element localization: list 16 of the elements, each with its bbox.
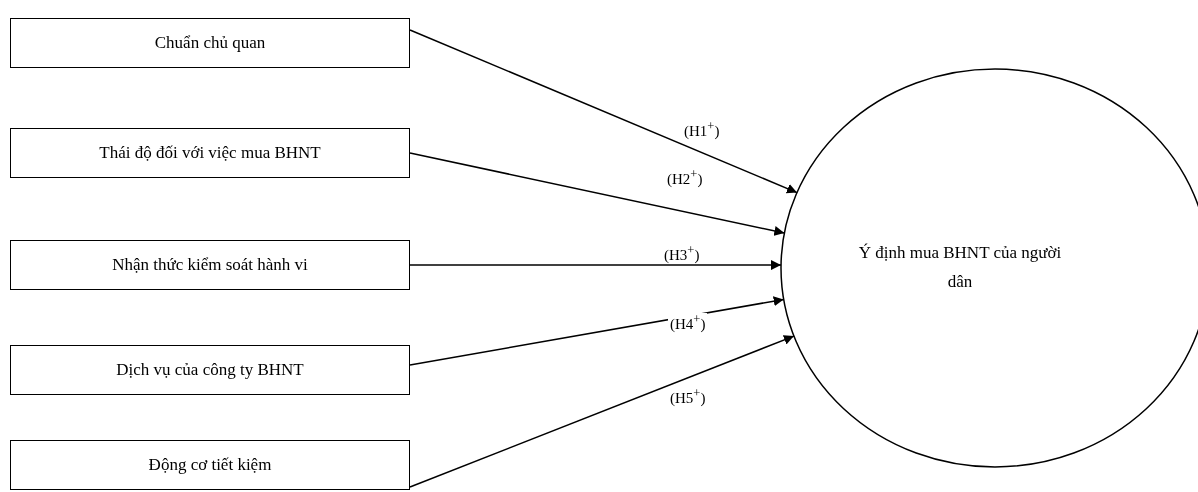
edge-label: (H3$^{+}$) — [662, 244, 702, 264]
node-text: Chuẩn chủ quan — [154, 31, 266, 54]
node-text: Dịch vụ của công ty BHNT — [116, 358, 304, 381]
factor-box — [10, 345, 410, 395]
node-text: Thái độ đối với việc mua BHNT — [99, 141, 321, 164]
edge-label: (H5$^{+}$) — [668, 387, 708, 407]
node-text: Động cơ tiết kiệm — [148, 453, 272, 476]
edge-label: (H2$^{+}$) — [665, 168, 705, 188]
factor-box — [10, 18, 410, 68]
factor-box — [10, 128, 410, 178]
node-text: Ý định mua BHNT của người dân — [857, 242, 1063, 293]
node-text: Nhận thức kiểm soát hành vi — [112, 253, 308, 276]
edge-label: (H1$^{+}$) — [682, 120, 722, 140]
factor-box — [10, 440, 410, 490]
edge-label: (H4$^{+}$) — [668, 313, 708, 333]
factor-box — [10, 240, 410, 290]
